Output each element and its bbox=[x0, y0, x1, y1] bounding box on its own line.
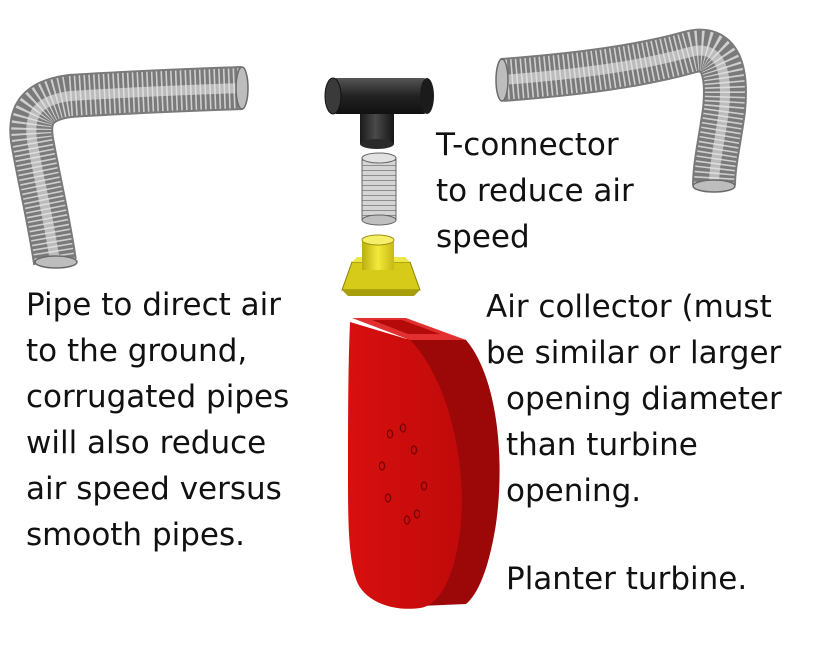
t-connector-label-line: speed bbox=[436, 219, 530, 255]
air-collector-label-line: than turbine bbox=[506, 427, 698, 463]
t-connector-icon bbox=[324, 77, 434, 149]
air-collector-label: Air collector (must be similar or larger… bbox=[486, 284, 782, 514]
planter-turbine-label-line: Planter turbine. bbox=[506, 561, 748, 597]
air-collector-label-line: be similar or larger bbox=[486, 335, 782, 371]
pipe-label-line: Pipe to direct air bbox=[26, 287, 282, 323]
corrugated-coupler-icon bbox=[361, 152, 397, 226]
t-connector-label-line: to reduce air bbox=[436, 173, 634, 209]
pipe-label-line: air speed versus bbox=[26, 471, 282, 507]
pipe-label-line: to the ground, bbox=[26, 333, 248, 369]
pipe-label-line: smooth pipes. bbox=[26, 517, 245, 553]
planter-turbine-icon bbox=[348, 318, 500, 609]
corrugated-pipe-left-icon bbox=[9, 66, 249, 269]
air-collector-label-line: opening. bbox=[506, 473, 642, 509]
air-collector-icon bbox=[341, 234, 421, 296]
pipe-label-line: corrugated pipes bbox=[26, 379, 290, 415]
planter-turbine-label: Planter turbine. bbox=[506, 556, 747, 602]
air-collector-label-line: Air collector (must bbox=[486, 289, 772, 325]
t-connector-label-line: T-connector bbox=[436, 127, 619, 163]
corrugated-pipe-right-icon bbox=[495, 28, 747, 193]
t-connector-label: T-connector to reduce air speed bbox=[436, 122, 634, 260]
pipe-label: Pipe to direct air to the ground, corrug… bbox=[26, 282, 289, 558]
pipe-label-line: will also reduce bbox=[26, 425, 267, 461]
air-collector-label-line: opening diameter bbox=[506, 381, 782, 417]
